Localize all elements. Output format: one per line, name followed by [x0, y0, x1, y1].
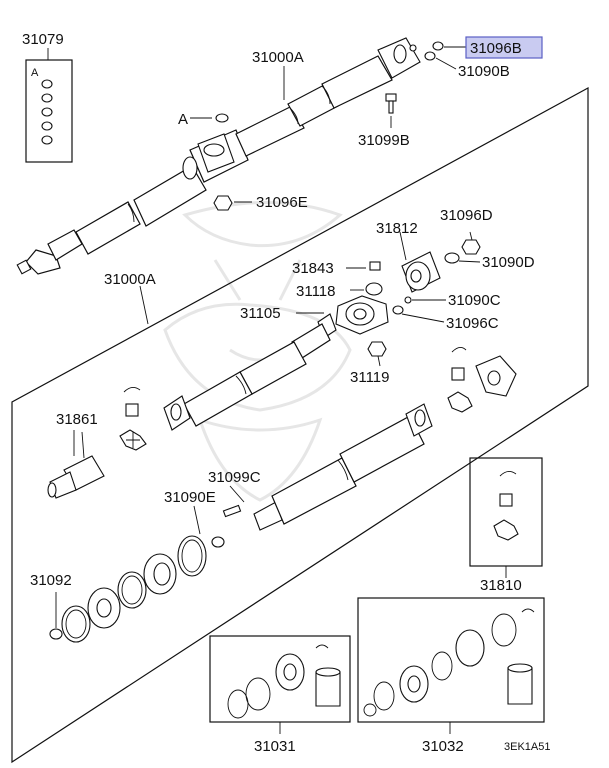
u-joint-left	[119, 387, 147, 451]
top-nut-washer	[424, 41, 468, 70]
highlight-31096b	[465, 36, 543, 59]
top-propeller-shaft	[16, 37, 421, 275]
flange-31812	[399, 231, 481, 293]
kit-31031	[209, 635, 351, 734]
label-31000a-mid: 31000A	[104, 271, 156, 288]
label-31000a-top: 31000A	[252, 49, 304, 66]
label-31096b[interactable]: 31096B	[470, 40, 522, 57]
label-31099b: 31099B	[358, 132, 410, 149]
label-31090b: 31090B	[458, 63, 510, 80]
label-31079: 31079	[22, 31, 64, 48]
assembly-frame	[11, 86, 589, 764]
label-31096c: 31096C	[446, 315, 499, 332]
label-31118: 31118	[296, 283, 336, 300]
bolt-31099b	[385, 93, 397, 128]
label-inset-a: A	[31, 67, 39, 79]
label-31090e: 31090E	[164, 489, 216, 506]
u-joint-right	[447, 347, 517, 413]
bolt-31099c	[193, 485, 245, 548]
label-31032: 31032	[422, 738, 464, 755]
label-31105: 31105	[240, 305, 281, 322]
inset-31810	[469, 457, 543, 578]
watermark-emblem	[163, 201, 352, 502]
nut-31096e	[213, 195, 252, 211]
leader-lines	[81, 66, 285, 459]
front-yoke-31861	[47, 430, 105, 499]
label-31843: 31843	[292, 260, 334, 277]
label-31096e: 31096E	[256, 194, 308, 211]
center-bearing-group	[296, 261, 446, 367]
a-marker-washer	[190, 113, 229, 123]
coupling-set-lower-left	[49, 535, 207, 643]
label-31096d: 31096D	[440, 207, 493, 224]
label-31031: 31031	[254, 738, 296, 755]
rear-shaft	[253, 403, 433, 531]
label-a-marker: A	[178, 111, 188, 128]
label-31861: 31861	[56, 411, 98, 428]
label-31812: 31812	[376, 220, 418, 237]
kit-31032	[357, 597, 545, 734]
label-31119: 31119	[350, 369, 390, 386]
label-31810: 31810	[480, 577, 522, 594]
label-31090c: 31090C	[448, 292, 501, 309]
middle-shaft-front	[163, 313, 337, 431]
label-31092: 31092	[30, 572, 72, 589]
label-31099c: 31099C	[208, 469, 261, 486]
label-31090d: 31090D	[482, 254, 535, 271]
figure-code: 3EK1A51	[504, 741, 550, 753]
inset-31079	[25, 48, 73, 163]
callout-labels: 31079 A 31000A 31096B 31090B A 31099B 31…	[22, 31, 550, 755]
